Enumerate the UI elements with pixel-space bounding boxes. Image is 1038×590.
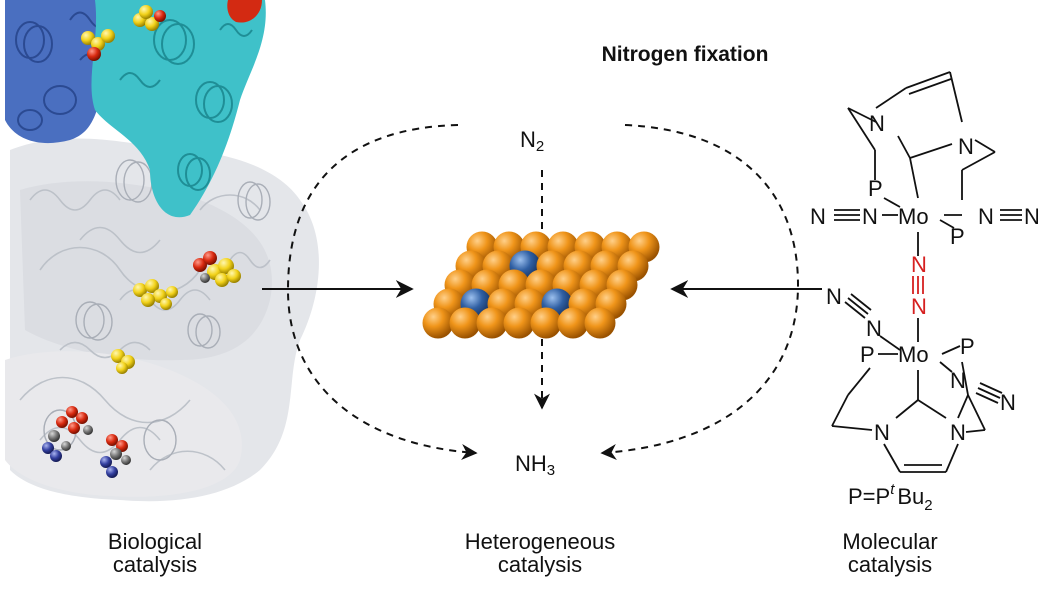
surface-atom	[422, 307, 454, 339]
atom-p: P	[950, 224, 965, 249]
cycle-left-arc	[286, 124, 478, 460]
surface-atom	[449, 307, 481, 339]
atom-mo: Mo	[898, 342, 929, 367]
atom-mo: Mo	[898, 204, 929, 229]
atom-n: N	[874, 420, 890, 445]
surface-atom	[557, 307, 589, 339]
surface-atom	[530, 307, 562, 339]
atom-n: N	[866, 316, 882, 341]
atom-p: P	[960, 334, 975, 359]
atom-n: N	[950, 420, 966, 445]
atom-n: N	[826, 284, 842, 309]
product-nh3: NH3	[515, 451, 556, 479]
catalyst-surface	[422, 231, 660, 339]
figure-title: Nitrogen fixation	[601, 43, 769, 66]
surface-atom	[503, 307, 535, 339]
surface-atom	[584, 307, 616, 339]
atom-n: N	[978, 204, 994, 229]
atom-n: N	[869, 111, 885, 136]
surface-atom	[476, 307, 508, 339]
atom-p: P	[868, 176, 883, 201]
atom-n-bridge: N	[911, 294, 927, 319]
atom-n: N	[862, 204, 878, 229]
nitrogenase-protein-illustration	[5, 0, 319, 502]
atom-n-bridge: N	[911, 252, 927, 277]
atom-n: N	[950, 368, 966, 393]
complex-atom-labels: N N P N N Mo N N P N N N N P Mo P N N N …	[810, 111, 1038, 445]
atom-p: P	[860, 342, 875, 367]
cycle-right-arc	[600, 124, 800, 461]
molybdenum-complex	[831, 71, 1022, 473]
reactant-n2: N2	[520, 127, 545, 155]
atom-n: N	[1000, 390, 1016, 415]
atom-n: N	[810, 204, 826, 229]
atom-n: N	[1024, 204, 1038, 229]
atom-n: N	[958, 134, 974, 159]
